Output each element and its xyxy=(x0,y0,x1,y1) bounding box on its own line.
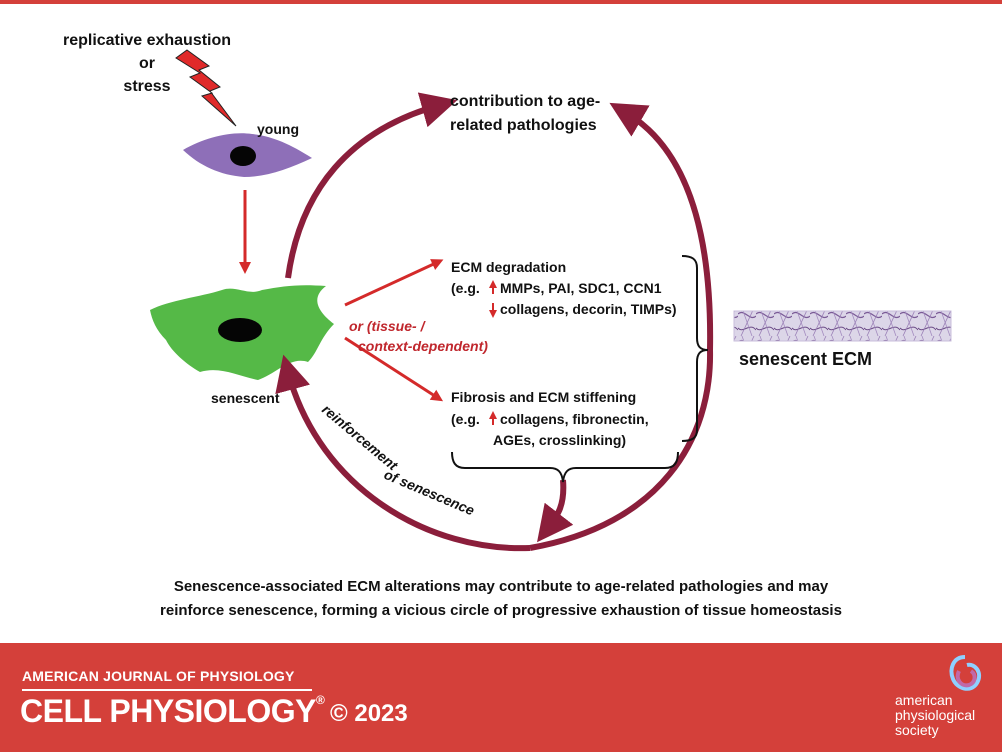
bottom-brace xyxy=(451,451,679,483)
fibrosis-eg-prefix: (e.g. xyxy=(451,411,480,427)
cycle-arrow-to-pathologies-left xyxy=(285,92,458,279)
cycle-arrow-to-pathologies-right xyxy=(609,102,714,351)
senescent-label: senescent xyxy=(211,390,280,406)
cycle-arrow-reinforcement xyxy=(275,354,531,552)
arrow-to-degradation xyxy=(344,259,444,307)
journal-title-text: CELL PHYSIOLOGY xyxy=(20,693,316,729)
cycle-arrow-ecm-to-bottom xyxy=(529,349,714,551)
stressor-line-3: stress xyxy=(123,78,170,95)
registered-mark: ® xyxy=(315,693,325,707)
young-cell-nucleus xyxy=(230,146,256,166)
senescent-ecm-label: senescent ECM xyxy=(739,349,872,369)
brace-down-arrow xyxy=(537,479,574,543)
fibrosis-up-list: collagens, fibronectin, xyxy=(500,411,649,427)
stressor-line-2: or xyxy=(139,55,155,72)
right-brace xyxy=(681,255,709,442)
journal-divider xyxy=(22,689,312,691)
fibrosis-title: Fibrosis and ECM stiffening xyxy=(451,389,636,405)
degradation-eg-prefix: (e.g. xyxy=(451,280,480,296)
pathologies-line-1: contribution to age- xyxy=(450,93,600,110)
journal-series-name: AMERICAN JOURNAL OF PHYSIOLOGY xyxy=(22,668,295,684)
publisher-line-3: society xyxy=(895,722,939,738)
degradation-up-list: MMPs, PAI, SDC1, CCN1 xyxy=(500,280,662,296)
context-line-1: or (tissue- / xyxy=(349,318,427,334)
top-rule xyxy=(0,0,1002,4)
senescent-cell-nucleus xyxy=(218,318,262,342)
fibrosis-line-3: AGEs, crosslinking) xyxy=(493,432,626,448)
publisher-name: american physiological society xyxy=(895,693,995,738)
context-line-2: context-dependent) xyxy=(358,338,488,354)
journal-title: CELL PHYSIOLOGY® xyxy=(20,693,325,730)
aps-logo-icon xyxy=(949,655,982,691)
pathologies-line-2: related pathologies xyxy=(450,117,597,134)
young-label: young xyxy=(257,121,299,137)
publisher-line-1: american xyxy=(895,692,953,708)
degradation-title: ECM degradation xyxy=(451,259,566,275)
publisher-line-2: physiological xyxy=(895,707,976,723)
journal-footer: AMERICAN JOURNAL OF PHYSIOLOGY CELL PHYS… xyxy=(0,643,1002,752)
copyright-notice: © 2023 xyxy=(330,700,408,727)
stressor-line-1: replicative exhaustion xyxy=(63,32,231,49)
figure-caption: Senescence-associated ECM alterations ma… xyxy=(0,575,1002,623)
senescent-ecm-image xyxy=(733,310,952,342)
degradation-down-list: collagens, decorin, TIMPs) xyxy=(500,301,677,317)
caption-line-2: reinforce senescence, forming a vicious … xyxy=(160,602,842,619)
caption-line-1: Senescence-associated ECM alterations ma… xyxy=(173,578,829,595)
arrow-to-fibrosis xyxy=(344,336,444,402)
senescence-ecm-diagram: replicative exhaustion or stress young s… xyxy=(63,32,952,552)
reinforcement-word-1: reinforcement xyxy=(319,401,402,474)
lightning-bolt-icon xyxy=(175,49,237,127)
